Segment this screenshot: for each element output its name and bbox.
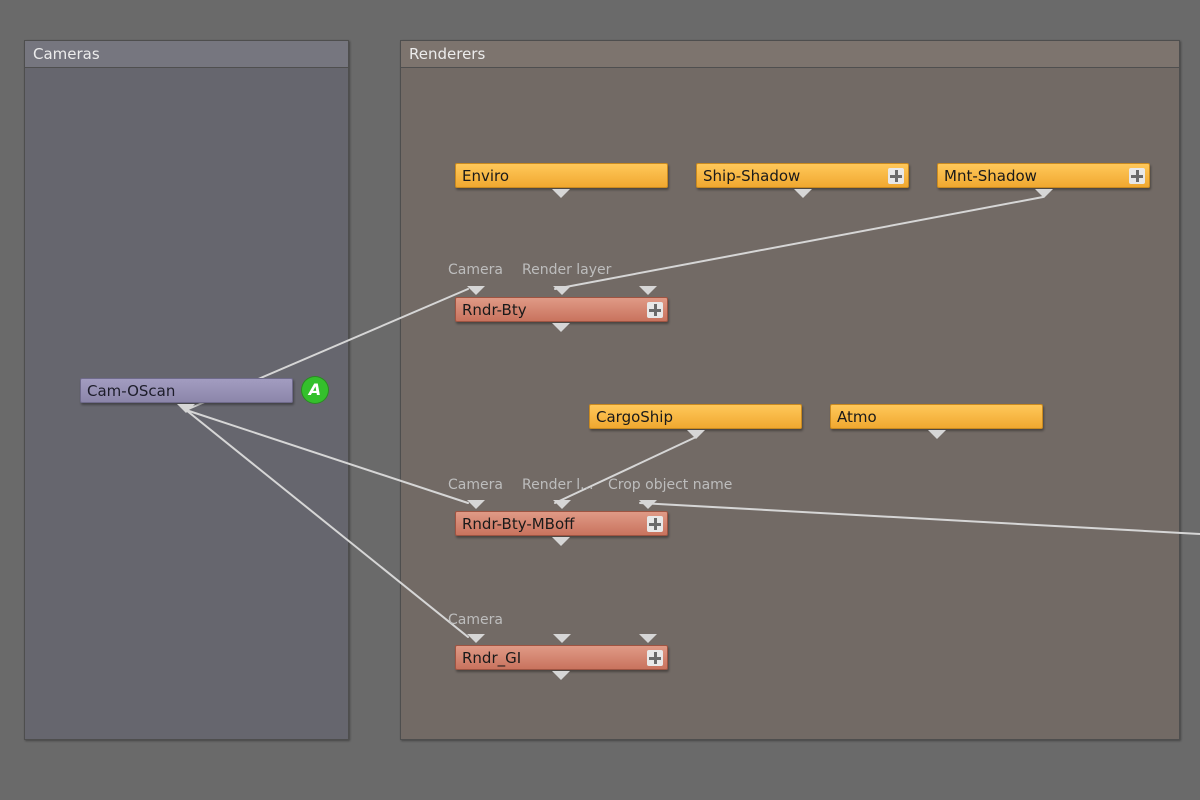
expand-plus-icon[interactable]	[888, 168, 904, 184]
rndr-gi-extra-input-port-icon[interactable]	[639, 634, 657, 643]
cargoship-output-port-icon[interactable]	[687, 430, 705, 439]
expand-plus-icon[interactable]	[647, 516, 663, 532]
enviro-output-port-icon[interactable]	[552, 189, 570, 198]
renderers-panel: Renderers	[400, 40, 1180, 740]
source-node-atmo[interactable]: Atmo	[830, 404, 1043, 429]
atmo-output-port-icon[interactable]	[928, 430, 946, 439]
source-node-label: CargoShip	[596, 408, 673, 426]
source-node-label: Mnt-Shadow	[944, 167, 1037, 185]
ship-shadow-output-port-icon[interactable]	[794, 189, 812, 198]
render-node-label: Rndr_GI	[462, 649, 522, 667]
source-node-label: Ship-Shadow	[703, 167, 801, 185]
mnt-shadow-output-port-icon[interactable]	[1035, 189, 1053, 198]
camera-node-label: Cam-OScan	[87, 382, 176, 400]
rndr-bty-camera-input-port-icon[interactable]	[467, 286, 485, 295]
rndr-bty-mboff-crop-input-port-icon[interactable]	[639, 500, 657, 509]
render-node-label: Rndr-Bty	[462, 301, 527, 319]
rndr-bty-output-port-icon[interactable]	[552, 323, 570, 332]
render-node-rndr-bty[interactable]: Rndr-Bty	[455, 297, 668, 322]
rndr-bty-mboff-render-layer-input-port-icon[interactable]	[553, 500, 571, 509]
source-node-label: Enviro	[462, 167, 510, 185]
port-label-camera: Camera	[448, 262, 503, 278]
rndr-bty-extra-input-port-icon[interactable]	[639, 286, 657, 295]
port-label-camera: Camera	[448, 477, 503, 493]
rndr-gi-output-port-icon[interactable]	[552, 671, 570, 680]
render-node-label: Rndr-Bty-MBoff	[462, 515, 575, 533]
camera-node-cam-oscan[interactable]: Cam-OScan	[80, 378, 293, 403]
expand-plus-icon[interactable]	[647, 650, 663, 666]
expand-plus-icon[interactable]	[1129, 168, 1145, 184]
source-node-label: Atmo	[837, 408, 877, 426]
port-label-render-layer: Render l...	[522, 477, 594, 493]
render-node-rndr-gi[interactable]: Rndr_GI	[455, 645, 668, 670]
port-label-render-layer: Render layer	[522, 262, 612, 278]
port-label-crop-object-name: Crop object name	[608, 477, 733, 493]
rndr-gi-camera-input-port-icon[interactable]	[467, 634, 485, 643]
rndr-bty-render-layer-input-port-icon[interactable]	[553, 286, 571, 295]
source-node-mnt-shadow[interactable]: Mnt-Shadow	[937, 163, 1150, 188]
renderers-panel-title: Renderers	[401, 41, 1179, 68]
camera-output-port-icon[interactable]	[177, 404, 195, 413]
rndr-bty-mboff-output-port-icon[interactable]	[552, 537, 570, 546]
render-node-rndr-bty-mboff[interactable]: Rndr-Bty-MBoff	[455, 511, 668, 536]
expand-plus-icon[interactable]	[647, 302, 663, 318]
source-node-ship-shadow[interactable]: Ship-Shadow	[696, 163, 909, 188]
port-label-camera: Camera	[448, 612, 503, 628]
active-camera-badge: A	[302, 377, 328, 403]
rndr-bty-mboff-camera-input-port-icon[interactable]	[467, 500, 485, 509]
source-node-cargoship[interactable]: CargoShip	[589, 404, 802, 429]
rndr-gi-render-layer-input-port-icon[interactable]	[553, 634, 571, 643]
cameras-panel-title: Cameras	[25, 41, 348, 68]
source-node-enviro[interactable]: Enviro	[455, 163, 668, 188]
